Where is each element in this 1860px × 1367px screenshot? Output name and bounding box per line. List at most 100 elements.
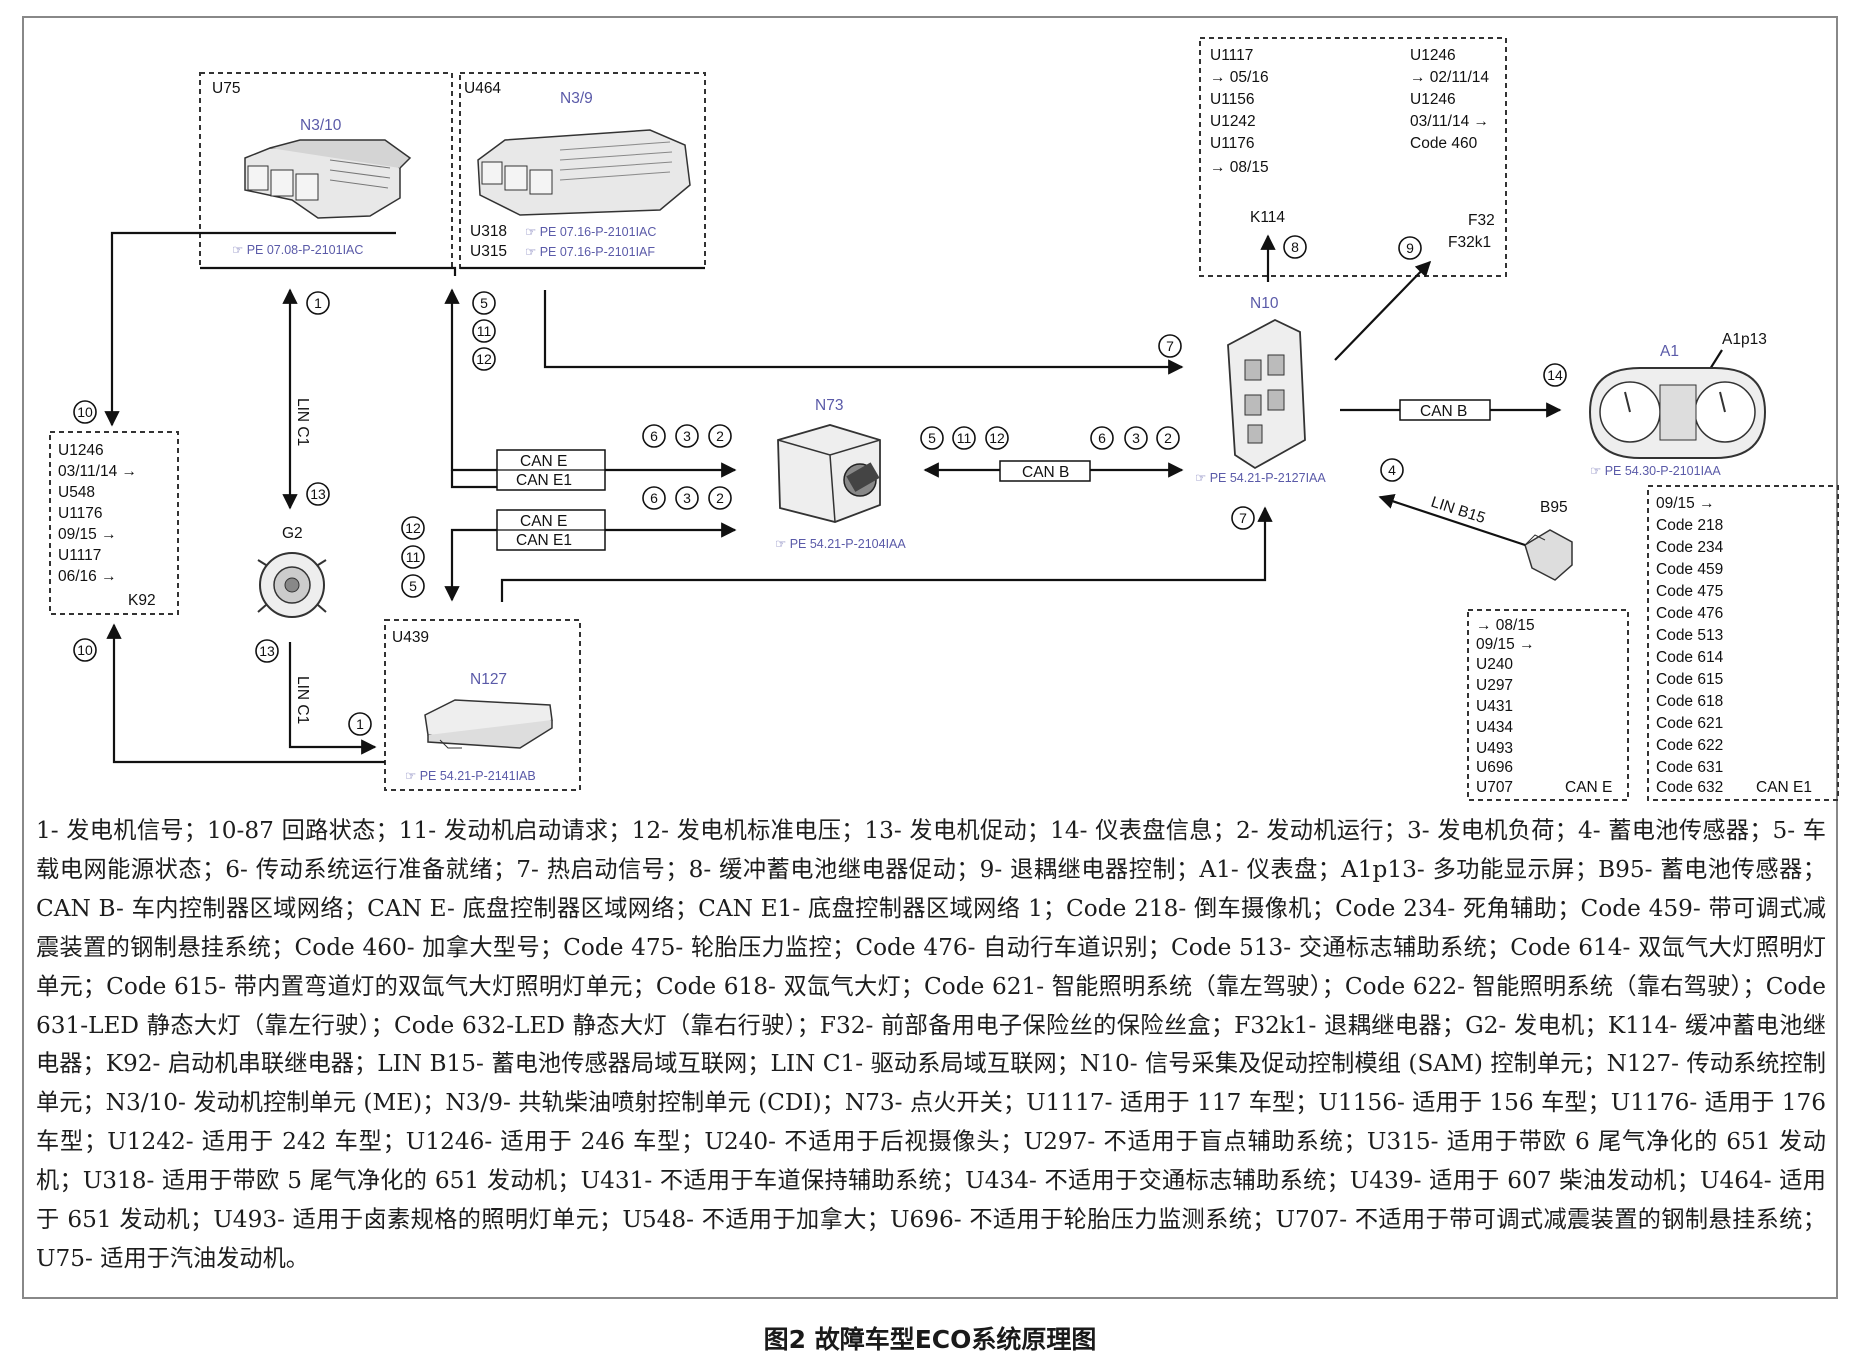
signal-12: 12 xyxy=(985,426,1009,450)
a1p13-label: A1p13 xyxy=(1722,331,1767,348)
k114-label: K114 xyxy=(1250,209,1285,226)
svg-text:9: 9 xyxy=(1406,240,1414,256)
signal-12: 12 xyxy=(401,516,425,540)
bus-label-can-e-lower: CAN E CAN E1 xyxy=(496,509,606,551)
can-e-item: U493 xyxy=(1476,740,1513,757)
n3-9-ecu-icon xyxy=(477,129,691,216)
n73-pe-ref: ☞ PE 54.21-P-2104IAA xyxy=(775,537,906,551)
svg-text:3: 3 xyxy=(1132,430,1140,446)
b95-label: B95 xyxy=(1540,499,1568,516)
signal-2: 2 xyxy=(1156,426,1180,450)
signal-7: 7 xyxy=(1158,334,1182,358)
can-e1-item: Code 615 xyxy=(1656,671,1723,688)
f32k1-label: F32k1 xyxy=(1448,234,1491,251)
svg-text:12: 12 xyxy=(405,520,421,536)
bus-engine-vertical xyxy=(444,288,600,472)
u75-label: U75 xyxy=(212,80,240,97)
signal-11: 11 xyxy=(472,319,496,343)
can-e1-item: Code 631 xyxy=(1656,759,1723,776)
k92-item: U1176 xyxy=(58,505,103,522)
svg-text:10: 10 xyxy=(77,642,93,658)
svg-text:6: 6 xyxy=(1098,430,1106,446)
n73-ignition-switch: N73 ☞ PE 54.21-P-2104IAA xyxy=(775,397,906,551)
k92-box: U1246 03/11/14 → U548 U1176 09/15 → U111… xyxy=(49,431,179,615)
lin-c1-lower xyxy=(288,642,377,755)
svg-text:6: 6 xyxy=(650,428,658,444)
signal-markers: 1 13 13 1 10 10 5 11 12 12 11 5 6 3 2 6 … xyxy=(73,235,1567,736)
n73-label: N73 xyxy=(815,397,843,414)
svg-text:6: 6 xyxy=(650,490,658,506)
figure-caption: 图2 故障车型ECO系统原理图 xyxy=(763,1325,1097,1354)
k92-label: K92 xyxy=(128,592,156,609)
signal-3: 3 xyxy=(675,486,699,510)
n10-sam-module: N10 ☞ PE 54.21-P-2127IAA xyxy=(1195,295,1326,485)
signal-12: 12 xyxy=(472,347,496,371)
svg-text:CAN E1: CAN E1 xyxy=(516,532,572,549)
u315-code: U315 xyxy=(470,243,507,260)
svg-text:LIN C1: LIN C1 xyxy=(294,398,311,446)
svg-text:12: 12 xyxy=(476,351,492,367)
signal-11: 11 xyxy=(952,426,976,450)
bracket-line xyxy=(200,266,705,276)
wire-engine-to-n10 xyxy=(543,290,1184,375)
u464-label: U464 xyxy=(464,80,501,97)
u464-box: U464 N3/9 U318 ☞ PE 07.16-P-2101IAC U315… xyxy=(459,72,706,269)
k92-item: U1117 xyxy=(58,547,101,564)
signal-11: 11 xyxy=(401,545,425,569)
u318-pe-ref: ☞ PE 07.16-P-2101IAC xyxy=(525,225,656,239)
svg-text:1: 1 xyxy=(314,295,322,311)
wire-u439-to-k92 xyxy=(106,623,385,764)
svg-text:2: 2 xyxy=(1164,430,1172,446)
signal-10: 10 xyxy=(73,638,97,662)
can-e1-item: Code 621 xyxy=(1656,715,1723,732)
bus-label-lin-c1-upper: LIN C1 xyxy=(294,398,311,446)
wire-u439-to-n10 xyxy=(500,506,1273,602)
signal-7: 7 xyxy=(1231,506,1255,530)
can-e-box: → 08/15 09/15 → U240 U297 U431 U434 U493… xyxy=(1467,609,1629,801)
can-e-item: U240 xyxy=(1476,656,1513,673)
signal-1: 1 xyxy=(306,291,330,315)
a1-pe-ref: ☞ PE 54.30-P-2101IAA xyxy=(1590,464,1721,478)
n3-10-label: N3/10 xyxy=(300,117,342,134)
g2-alternator: G2 xyxy=(257,525,327,618)
signal-6: 6 xyxy=(642,486,666,510)
signal-8: 8 xyxy=(1283,235,1307,259)
svg-text:CAN E: CAN E xyxy=(520,513,567,530)
signal-5: 5 xyxy=(401,574,425,598)
can-e-label: CAN E xyxy=(1565,779,1612,796)
bus-label-can-b-mid: CAN B xyxy=(999,460,1091,482)
u315-pe-ref: ☞ PE 07.16-P-2101IAF xyxy=(525,245,655,259)
svg-text:13: 13 xyxy=(259,643,275,659)
svg-text:LIN C1: LIN C1 xyxy=(294,676,311,724)
svg-text:8: 8 xyxy=(1291,239,1299,255)
signal-14: 14 xyxy=(1543,363,1567,387)
can-e-item: U696 xyxy=(1476,759,1513,776)
n3-9-label: N3/9 xyxy=(560,90,593,107)
signal-13: 13 xyxy=(306,482,330,506)
k92-item: U548 xyxy=(58,484,95,501)
k114-right-item: U1246 xyxy=(1410,47,1456,64)
svg-text:3: 3 xyxy=(683,428,691,444)
svg-text:4: 4 xyxy=(1388,462,1396,478)
n3-10-pe-ref: ☞ PE 07.08-P-2101IAC xyxy=(232,243,363,257)
battery-sensor-icon xyxy=(1524,529,1573,581)
svg-text:5: 5 xyxy=(928,430,936,446)
k92-item: 06/16 → xyxy=(58,568,117,585)
svg-text:7: 7 xyxy=(1166,338,1174,354)
can-e-item: → 08/15 xyxy=(1476,617,1535,634)
can-e1-item: 09/15 → xyxy=(1656,495,1715,512)
can-e1-item: Code 632 xyxy=(1656,779,1723,796)
can-e1-item: Code 614 xyxy=(1656,649,1724,666)
k114-right-item: 03/11/14 → xyxy=(1410,113,1489,130)
can-e-item: U431 xyxy=(1476,698,1513,715)
svg-text:7: 7 xyxy=(1239,510,1247,526)
signal-5: 5 xyxy=(920,426,944,450)
svg-text:5: 5 xyxy=(409,578,417,594)
k92-item: U1246 xyxy=(58,442,104,459)
can-e-item: 09/15 → xyxy=(1476,636,1535,653)
k114-right-item: → 02/11/14 xyxy=(1410,69,1489,86)
svg-text:13: 13 xyxy=(310,486,326,502)
n127-label: N127 xyxy=(470,671,507,688)
b95-battery-sensor: B95 xyxy=(1524,499,1573,581)
signal-6: 6 xyxy=(642,424,666,448)
